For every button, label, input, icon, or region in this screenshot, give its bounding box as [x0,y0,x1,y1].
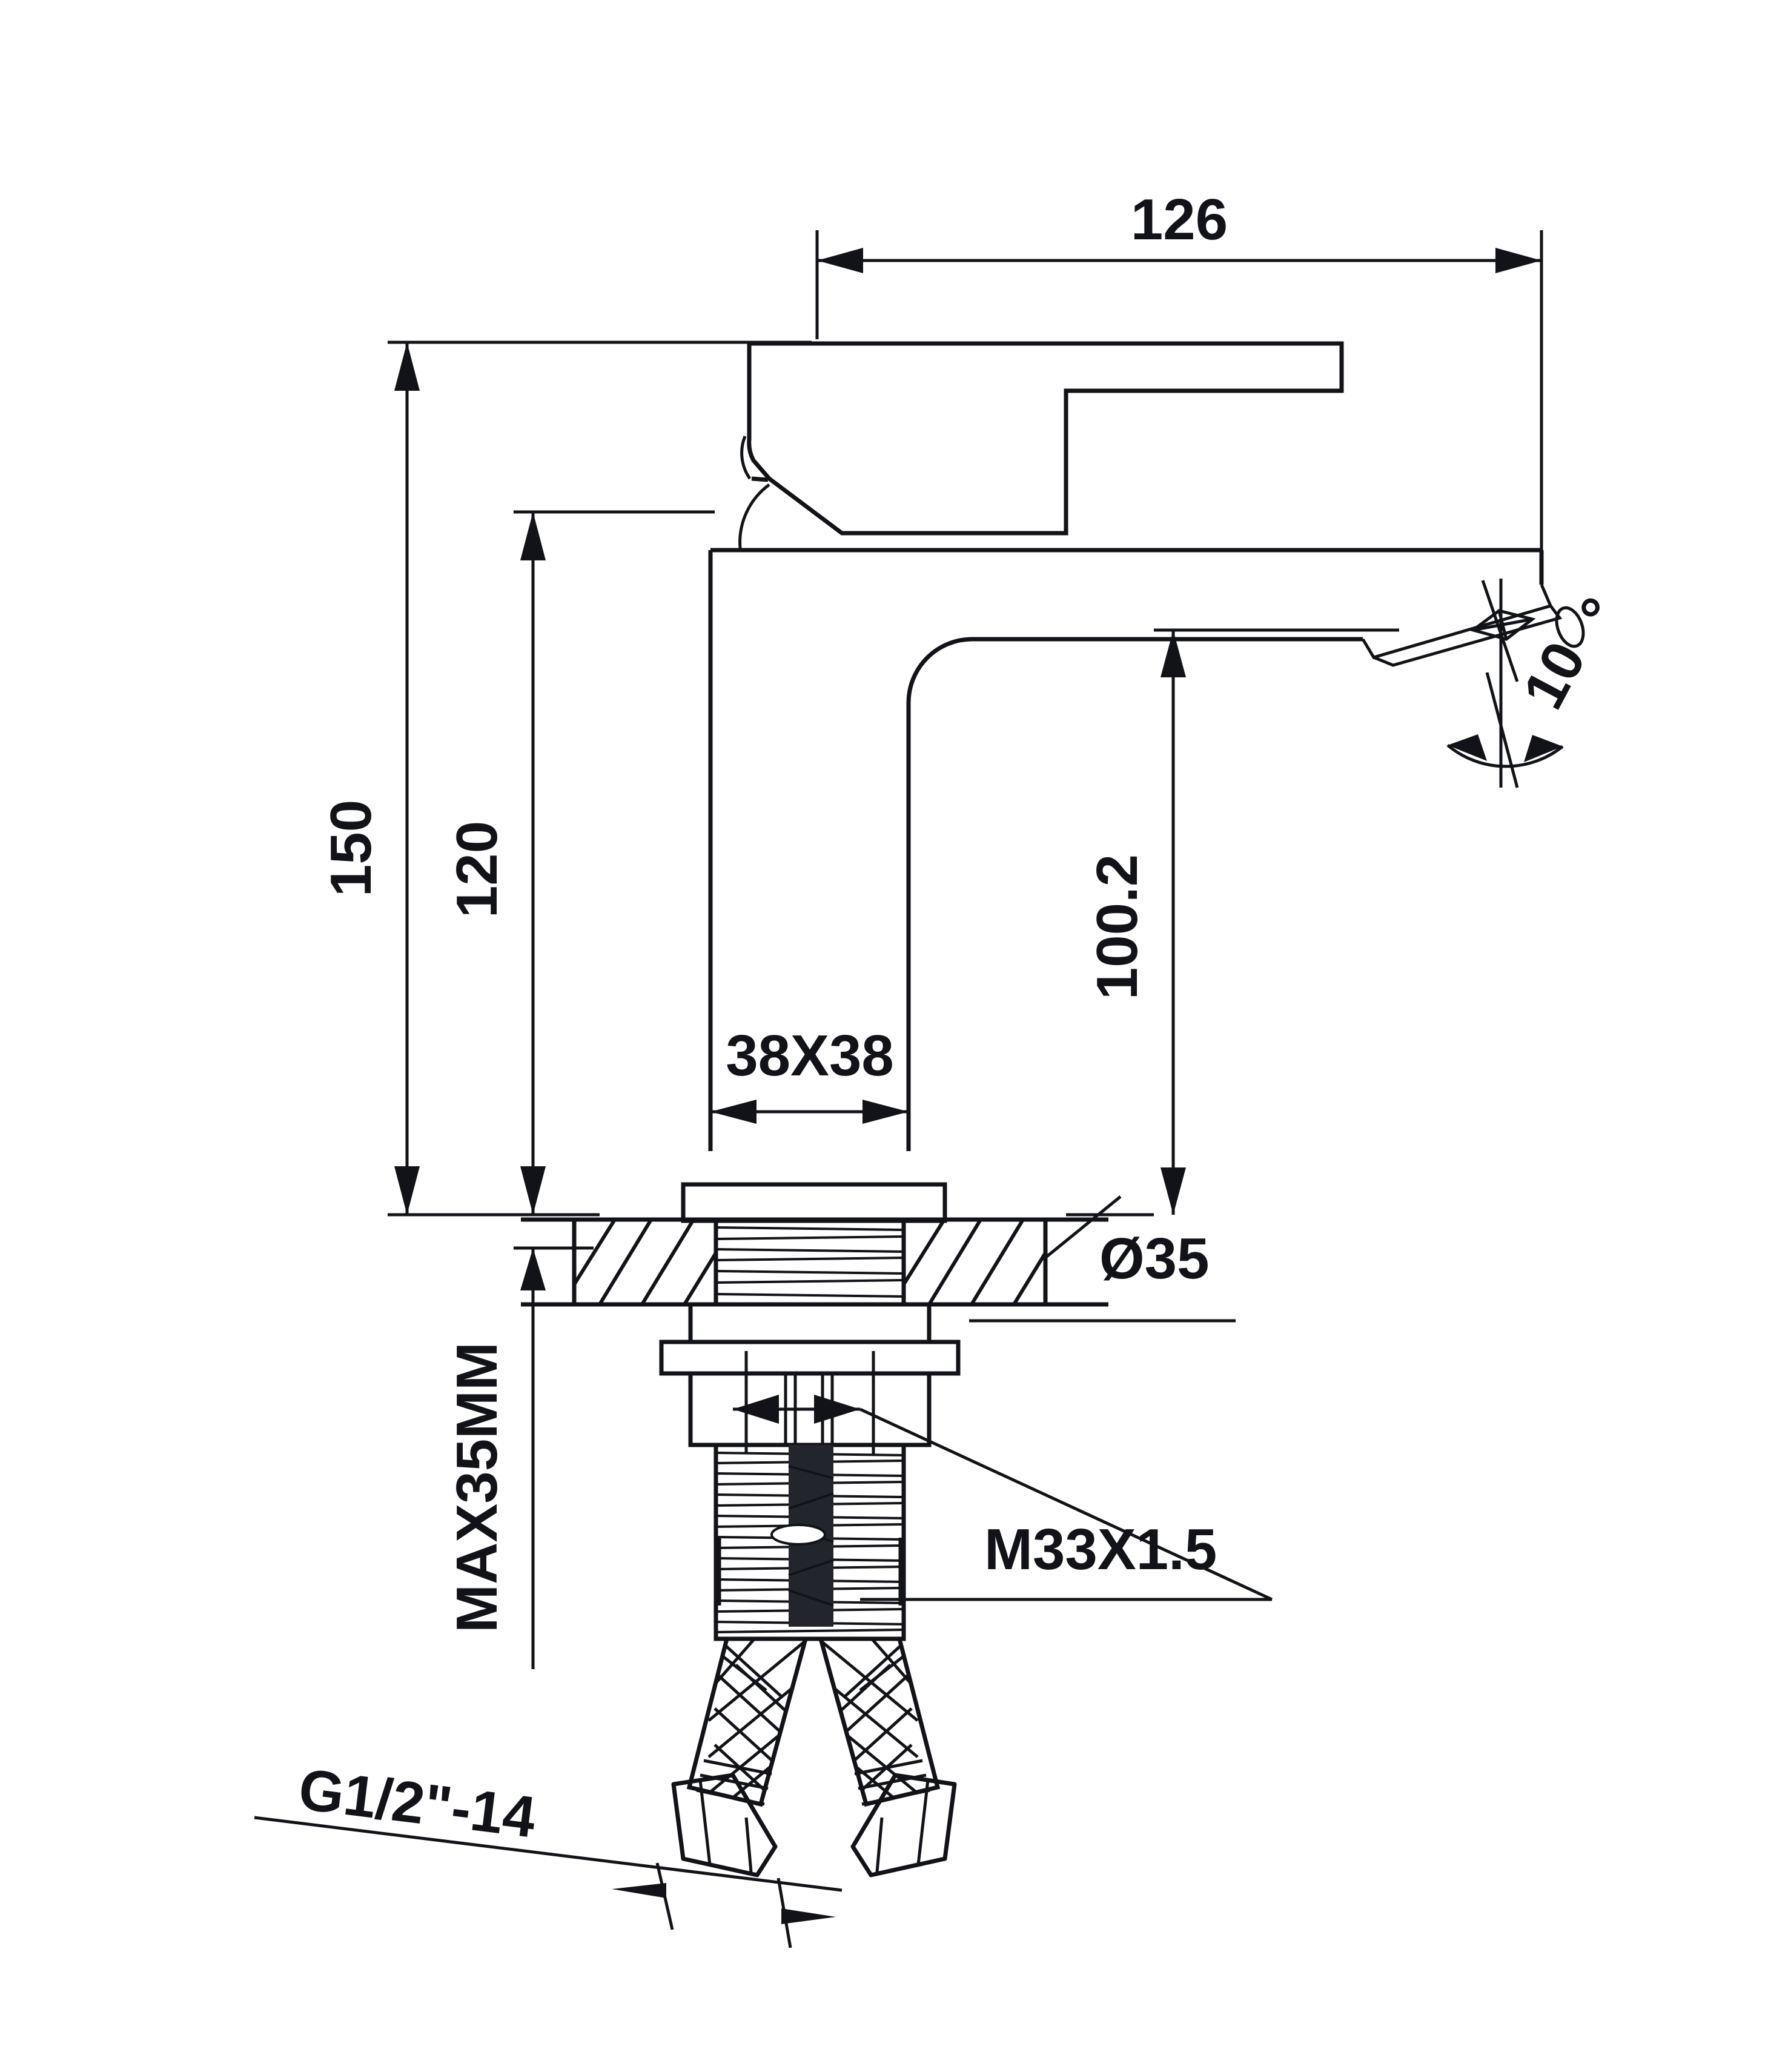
dimension-hose-thread: G1/2"-14 [254,1757,843,1892]
dimension-spout-height: 100.2 [1066,628,1399,1217]
dimension-shank-thread: M33X1.5 [860,1517,1272,1601]
countertop-section [521,1217,1108,1307]
dimension-spout-reach: 126 [815,187,1543,563]
dimension-label-diameter-35: Ø35 [1099,1226,1209,1291]
dimension-deck-thickness: MAX35MM [445,1246,594,1669]
threaded-shank-lower [714,1443,906,1641]
dimension-mounting-hole: Ø35 [969,1195,1236,1323]
dimension-hose-top-arrows [718,1538,902,1605]
dimension-hose-arrows [612,1862,836,1948]
hex-nut-right [850,1773,957,1878]
dimension-label-g12-14: G1/2"-14 [295,1757,539,1850]
faucet-body-outline [708,341,1585,1151]
dimension-label-150: 150 [319,800,383,897]
supply-hose-left [686,1636,809,1807]
annotation-aerator-angle: 10 ° [1446,588,1635,788]
dimension-label-100-2: 100.2 [1085,854,1150,1000]
dimension-label-120: 120 [445,821,509,918]
dimension-body-height: 120 [445,510,715,1215]
mounting-hardware [659,1302,1273,1601]
dimension-label-m33x1-5: M33X1.5 [984,1517,1217,1582]
dimension-label-max35mm: MAX35MM [445,1342,509,1633]
dimension-label-10-degrees: 10 [1511,631,1598,719]
hex-nut-left [671,1773,778,1878]
drawing-geometry: 126 150 120 MAX35MM [254,187,1635,1948]
dimension-label-126: 126 [1131,187,1228,252]
degree-symbol: ° [1567,588,1635,639]
threaded-shank-upper [714,1217,906,1307]
dimension-body-section: 38X38 [710,1023,909,1124]
dimension-overall-height: 150 [319,340,812,1217]
escutcheon [681,1182,947,1223]
dimension-label-38x38: 38X38 [726,1023,894,1088]
